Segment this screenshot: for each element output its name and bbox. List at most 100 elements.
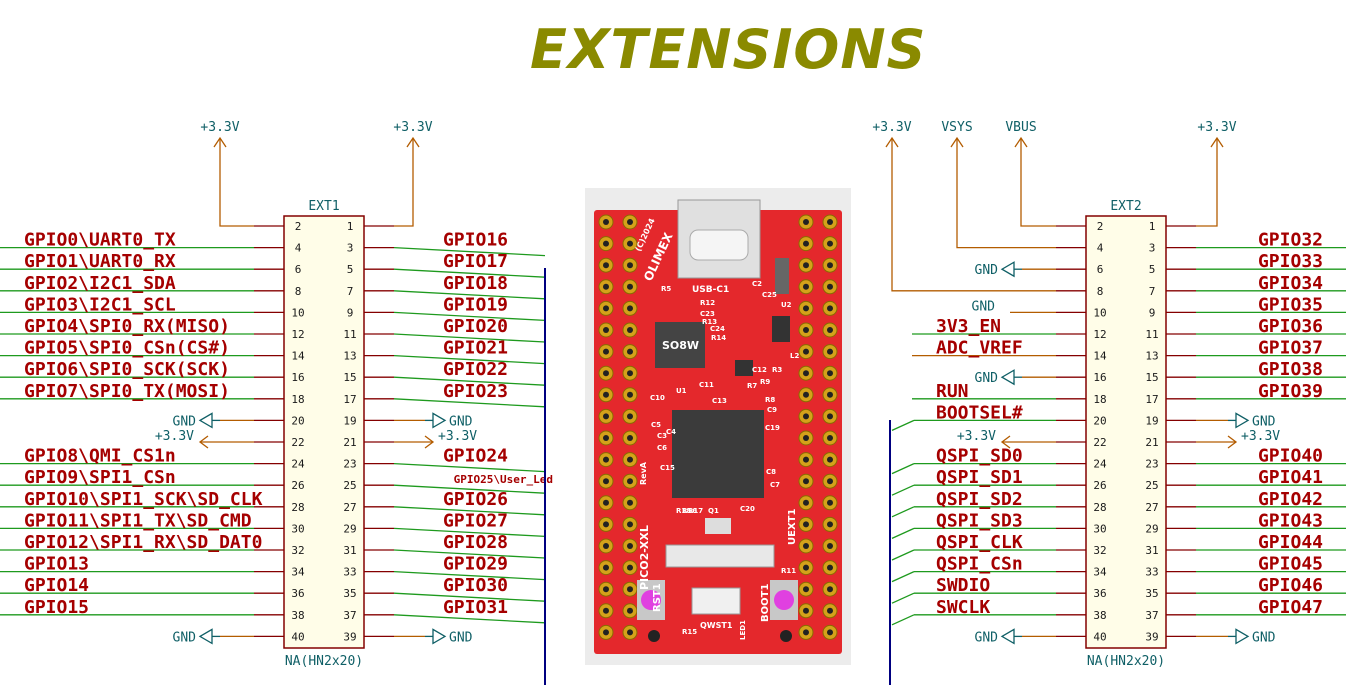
- fpc-connector: [665, 544, 775, 568]
- ext2-pin-12: 12: [1093, 328, 1106, 341]
- ext2-net-label-34: QSPI_CSn: [936, 554, 1023, 575]
- ext1-net-label-32: GPIO12\SPI1_RX\SD_DAT0: [24, 532, 262, 553]
- ext2-net-label-38: SWCLK: [936, 597, 990, 618]
- header-hole: [603, 499, 609, 506]
- header-hole: [803, 283, 809, 290]
- ext2-net-label-7: GPIO34: [1258, 273, 1323, 294]
- ext2-net-label-32: QSPI_CLK: [936, 532, 1023, 553]
- ext2-gnd_l6-label: GND: [975, 263, 999, 278]
- ext2-pin-33: 33: [1145, 566, 1158, 579]
- header-hole: [603, 607, 609, 614]
- ext2-gnd_l10-label: GND: [972, 299, 996, 314]
- part-ref: C13: [712, 397, 727, 405]
- part-ref: C9: [767, 406, 777, 414]
- ext2-net-label-24: QSPI_SD0: [936, 446, 1023, 467]
- part-ref: C19: [765, 424, 780, 432]
- ext1-net-label-34: GPIO13: [24, 554, 89, 575]
- ext1-pin-8: 8: [295, 285, 302, 298]
- ext1-net-label-30: GPIO11\SPI1_TX\SD_CMD: [24, 510, 252, 531]
- ext1-wire-25: [393, 484, 546, 494]
- ext1-pin-23: 23: [343, 458, 356, 471]
- ext1-pwr-wire-right: [394, 150, 414, 227]
- ext2-net-label-37: GPIO47: [1258, 597, 1323, 618]
- ext1-pin-37: 37: [343, 609, 356, 622]
- mcu-chip: [672, 410, 764, 498]
- header-hole: [803, 456, 809, 463]
- ext1-pin-29: 29: [343, 522, 356, 535]
- mount-hole: [648, 630, 660, 642]
- part-ref: R18: [676, 507, 691, 515]
- ext1-wire-7: [393, 290, 546, 300]
- part-ref: R7: [747, 382, 757, 390]
- ext2-bus-entry-28: [891, 506, 915, 518]
- board-rev: RevA: [639, 461, 648, 485]
- flash-chip: [655, 322, 705, 368]
- part-ref: R16: [682, 507, 697, 515]
- ext2-connector: EXT2NA(HN2x20)24681012141618202224262830…: [872, 120, 1346, 685]
- ext1-pin-26: 26: [291, 479, 304, 492]
- ext1-pin-1: 1: [347, 220, 354, 233]
- part-ref: C11: [699, 381, 714, 389]
- ext2-pin-17: 17: [1145, 393, 1158, 406]
- ext2-bus-entry-38: [891, 614, 915, 626]
- ext2-pwr-top-0-arrow: [885, 136, 899, 148]
- ext1-net-label-29: GPIO27: [443, 510, 508, 531]
- ext1-net-label-4: GPIO0\UART0_TX: [24, 230, 176, 251]
- ext1-net-label-36: GPIO14: [24, 575, 89, 596]
- header-hole: [603, 543, 609, 549]
- ext1-gnd-40-label: GND: [173, 630, 197, 645]
- ext2-pin-19: 19: [1145, 414, 1158, 427]
- header-hole: [827, 521, 833, 528]
- header-hole: [603, 370, 609, 377]
- ext1-pin-16: 16: [291, 371, 304, 384]
- ext2-pwr21-arrow: [1227, 435, 1238, 449]
- ext2-net-label-31: GPIO44: [1258, 532, 1323, 553]
- ext2-bus-entry-26: [891, 484, 915, 496]
- header-hole: [603, 456, 609, 463]
- header-hole: [803, 499, 809, 506]
- header-hole: [627, 391, 633, 398]
- ic-reg: [775, 258, 789, 294]
- ext2-pwr-top-2-label: VBUS: [1005, 120, 1036, 135]
- ext2-pin-3: 3: [1149, 242, 1156, 255]
- ext1-net-label-9: GPIO19: [443, 294, 508, 315]
- ext1-pin-5: 5: [347, 263, 354, 276]
- ext1-net-label-5: GPIO17: [443, 251, 508, 272]
- header-hole: [603, 262, 609, 269]
- part-ref: R3: [772, 366, 782, 374]
- part-ref: R12: [700, 299, 715, 307]
- ext2-net-label-12: 3V3_EN: [936, 316, 1001, 337]
- ext1-gnd-40-symbol: [198, 628, 213, 645]
- ext2-pin-24: 24: [1093, 458, 1107, 471]
- ic-u2: [772, 316, 790, 342]
- ext1-pin-20: 20: [291, 414, 304, 427]
- header-hole: [603, 564, 609, 571]
- ext1-net-label-18: GPIO7\SPI0_TX(MOSI): [24, 381, 230, 402]
- ext1-net-label-3: GPIO16: [443, 230, 508, 251]
- header-hole: [603, 435, 609, 441]
- ext1-wire-11: [393, 333, 546, 343]
- ext1-pwr-wire-left: [219, 150, 254, 227]
- ext1-pin-24: 24: [291, 458, 305, 471]
- ext2-pin-38: 38: [1093, 609, 1106, 622]
- header-hole: [803, 305, 809, 312]
- ext2-pin-1: 1: [1149, 220, 1156, 233]
- header-hole: [803, 391, 809, 398]
- header-hole: [827, 348, 833, 355]
- header-hole: [603, 413, 609, 420]
- header-hole: [603, 586, 609, 593]
- ext1-net-label-10: GPIO3\I2C1_SCL: [24, 294, 176, 315]
- ext2-pin-37: 37: [1145, 609, 1158, 622]
- ext2-pin-35: 35: [1145, 587, 1158, 600]
- part-ref: R13: [702, 318, 717, 326]
- ext2-pin-7: 7: [1149, 285, 1156, 298]
- ext1-wire-31: [393, 549, 546, 559]
- header-hole: [827, 391, 833, 398]
- ext2-pwr-top-3-label: +3.3V: [1197, 120, 1236, 135]
- ext1-net-label-24: GPIO8\QMI_CS1n: [24, 446, 176, 467]
- ext2-pwr22-arrow: [1000, 435, 1011, 449]
- ext2-net-label-18: RUN: [936, 381, 969, 402]
- ext2-gnd_l6-symbol: [1000, 261, 1015, 278]
- ext2-pin-32: 32: [1093, 544, 1106, 557]
